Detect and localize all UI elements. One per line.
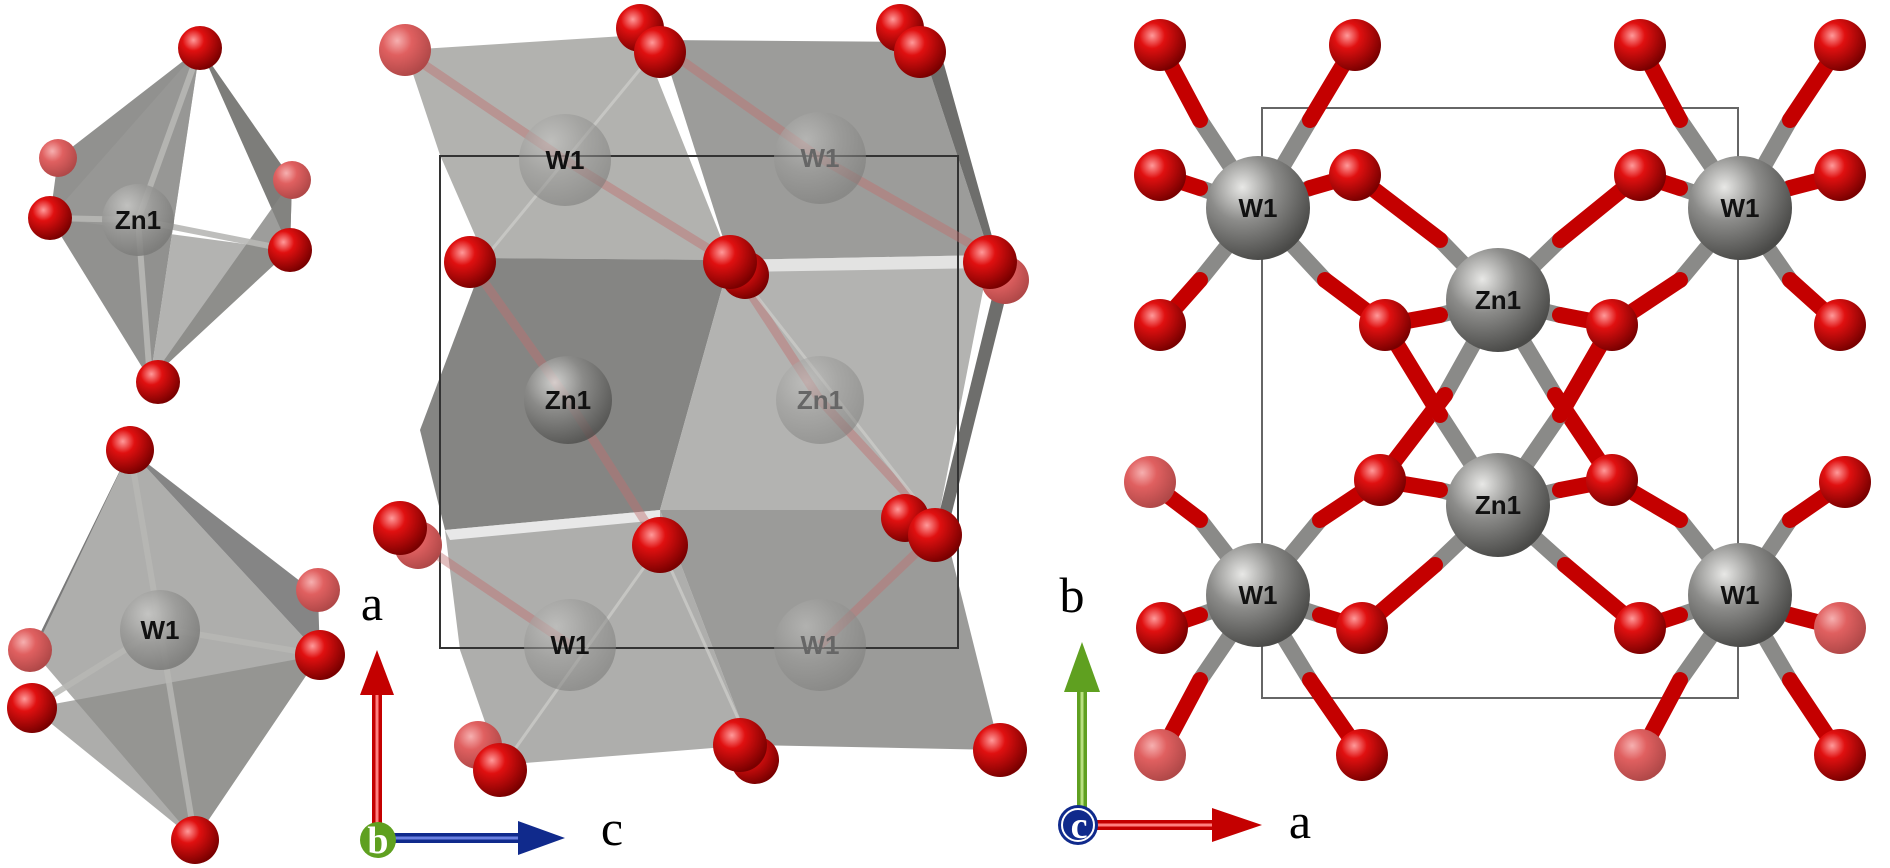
oxygen-atom: [1814, 149, 1866, 201]
w1-label: W1: [801, 143, 840, 173]
axis-origin-label: c: [1071, 805, 1088, 847]
axis-triad-left: b a c: [360, 575, 623, 862]
oxygen-atom: [1614, 729, 1666, 781]
oxygen-atom: [273, 161, 311, 199]
oxygen-atom: [171, 816, 219, 864]
zn1-atom: [1446, 453, 1550, 557]
w1-atom: [519, 114, 611, 206]
axis-triad-right: c b a: [1058, 567, 1311, 849]
w1-atom: [120, 590, 200, 670]
oxygen-atom: [28, 196, 72, 240]
w1-atom: [774, 599, 866, 691]
oxygen-atom: [39, 139, 77, 177]
oxygen-atom: [1134, 149, 1186, 201]
oxygen-atom: [1814, 602, 1866, 654]
oxygen-atom: [634, 26, 686, 78]
unit-cell: [439, 155, 959, 649]
oxygen-atom: [379, 24, 431, 76]
axis-origin-label: b: [367, 820, 388, 862]
w1-atom: [524, 599, 616, 691]
oxygen-atom: [373, 501, 427, 555]
oxygen-atom: [1814, 729, 1866, 781]
oxygen-atom: [1136, 602, 1188, 654]
oxygen-atom: [1586, 454, 1638, 506]
axis-b-label: b: [1060, 567, 1085, 623]
w1-label: W1: [551, 630, 590, 660]
w1-atom: [1688, 156, 1792, 260]
oxygen-atom: [1814, 299, 1866, 351]
oxygen-atom: [1614, 149, 1666, 201]
w1-label: W1: [1721, 193, 1760, 223]
w1-label: W1: [801, 630, 840, 660]
oxygen-atom: [8, 628, 52, 672]
oxygen-atom: [106, 426, 154, 474]
zn1-label: Zn1: [545, 385, 591, 415]
zn1-atom: [524, 356, 612, 444]
oxygen-atom: [1586, 299, 1638, 351]
zn1-label: Zn1: [797, 385, 843, 415]
oxygen-atom: [268, 228, 312, 272]
oxygen-atom: [296, 568, 340, 612]
oxygen-atom: [973, 723, 1027, 777]
oxygen-atom: [7, 683, 57, 733]
zn1-atom: [1446, 248, 1550, 352]
oxygen-atom: [1336, 602, 1388, 654]
w1-label: W1: [1239, 580, 1278, 610]
oxygen-atom: [473, 743, 527, 797]
zn1-label: Zn1: [1475, 490, 1521, 520]
oxygen-atom: [444, 236, 496, 288]
zn1-label: Zn1: [1475, 285, 1521, 315]
oxygen-atom: [1354, 454, 1406, 506]
oxygen-atom: [703, 235, 757, 289]
w1-label: W1: [1721, 580, 1760, 610]
oxygen-atom: [713, 718, 767, 772]
zn1-label: Zn1: [115, 205, 161, 235]
w1-atom: [1206, 156, 1310, 260]
axis-c-label: c: [601, 800, 623, 856]
oxygen-atom: [1359, 299, 1411, 351]
oxygen-atom: [1819, 456, 1871, 508]
oxygen-atom: [1134, 19, 1186, 71]
w1-label: W1: [1239, 193, 1278, 223]
oxygen-atom: [963, 235, 1017, 289]
oxygen-atom: [1614, 19, 1666, 71]
oxygen-atom: [1336, 729, 1388, 781]
axis-a-label: a: [1289, 793, 1311, 849]
w1-atom: [774, 112, 866, 204]
ab-plane-projection: W1 W1 Zn1 Zn1 W1 W1: [1124, 19, 1871, 781]
w-octahedron-isolated: W1: [7, 426, 345, 864]
zn1-atom: [102, 184, 174, 256]
oxygen-atom: [632, 517, 688, 573]
oxygen-atom: [908, 508, 962, 562]
oxygen-atom: [1124, 456, 1176, 508]
oxygen-atom: [1134, 299, 1186, 351]
w1-label: W1: [141, 615, 180, 645]
oxygen-atom: [1614, 602, 1666, 654]
oxygen-atom: [136, 360, 180, 404]
oxygen-atom: [1329, 149, 1381, 201]
zn1-atom: [776, 356, 864, 444]
oxygen-atom: [295, 630, 345, 680]
axis-a-label: a: [361, 575, 383, 631]
zn-octahedron-isolated: Zn1: [28, 26, 312, 404]
unit-cell: [1261, 107, 1739, 699]
oxygen-atom: [894, 26, 946, 78]
oxygen-atom: [178, 26, 222, 70]
polyhedral-network: W1 W1 Zn1 Zn1 W1 W1: [373, 4, 1029, 797]
w1-atom: [1688, 543, 1792, 647]
w1-atom: [1206, 543, 1310, 647]
oxygen-atom: [1134, 729, 1186, 781]
oxygen-atom: [1814, 19, 1866, 71]
w1-label: W1: [546, 145, 585, 175]
oxygen-atom: [1329, 19, 1381, 71]
